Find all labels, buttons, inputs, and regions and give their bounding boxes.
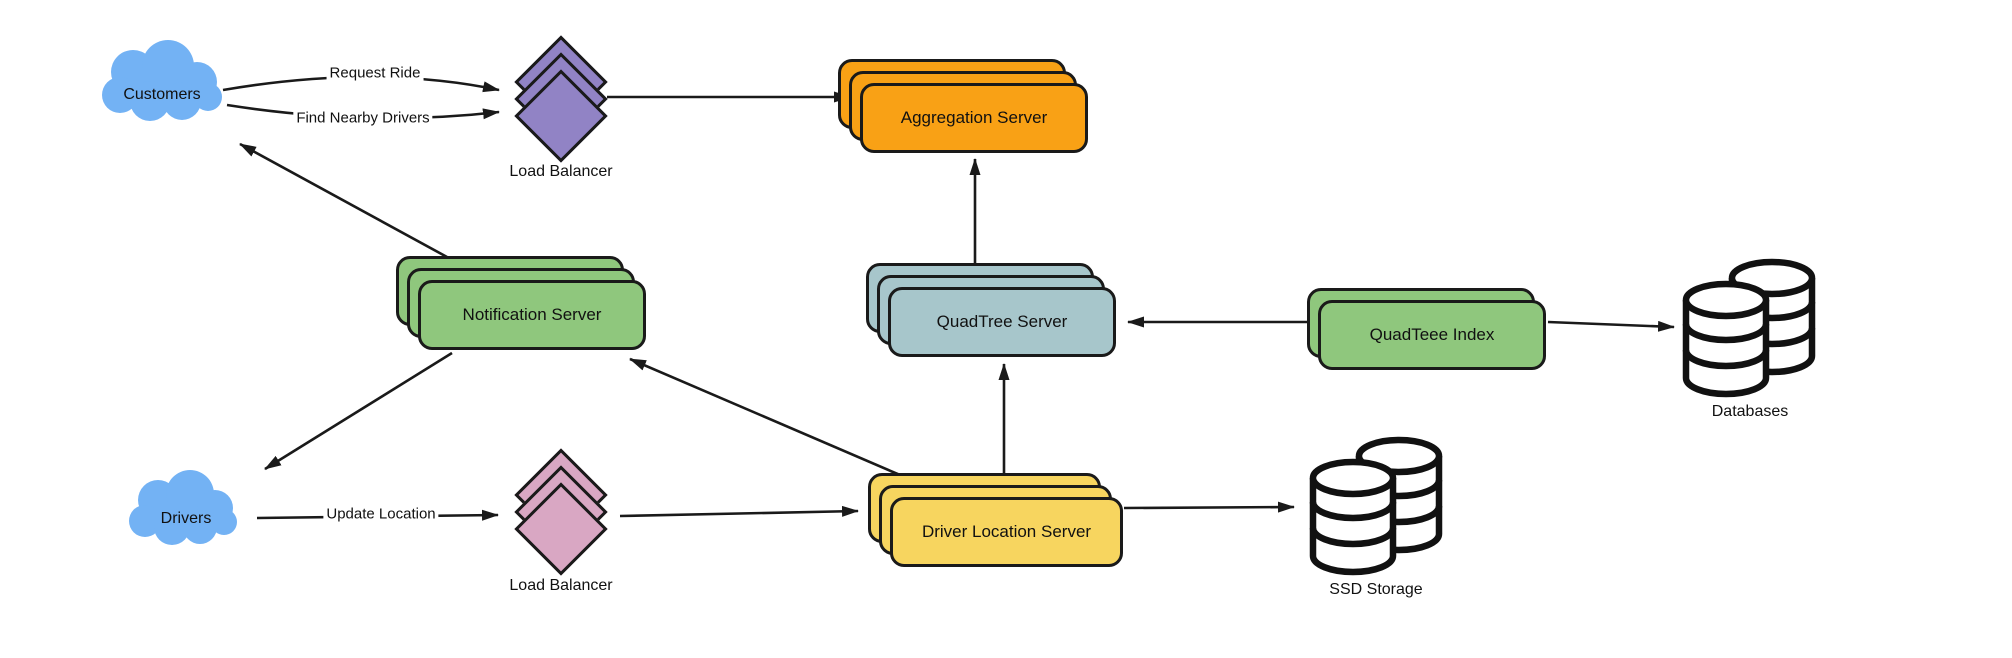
customers-cloud-icon [102,40,222,121]
find-nearby-drivers-edge-label: Find Nearby Drivers [293,109,433,127]
update-location-edge-label: Update Location [323,505,439,523]
stack-layer-front: Notification Server [418,280,646,350]
node-label: QuadTree Server [936,312,1068,331]
node-label: Driver Location Server [921,522,1092,541]
databases-icon [1682,258,1816,398]
edge-lb-to-driverlocation [619,505,859,518]
stack-layer-front: QuadTree Server [888,287,1116,357]
request-ride-edge-label: Request Ride [326,64,424,82]
edge-notification-to-drivers [264,351,453,471]
edge-driverlocation-to-ssd [1123,501,1295,513]
load-balancer-top-label: Load Balancer [509,163,613,180]
node-load-balancer-bottom [514,448,609,578]
node-load-balancer-top [514,35,609,165]
node-label: QuadTeee Index [1369,325,1495,344]
stack-layer-front: Driver Location Server [890,497,1123,567]
stack-layer-front: QuadTeee Index [1318,300,1546,370]
edge-notification-to-customers [239,142,448,259]
drivers-label: Drivers [160,510,212,527]
ssd-storage-icon [1309,436,1443,576]
ssd-storage-label: SSD Storage [1329,581,1423,598]
customers-label: Customers [123,86,201,103]
load-balancer-bottom-label: Load Balancer [509,577,613,594]
stack-layer-front: Aggregation Server [860,83,1088,153]
node-label: Aggregation Server [900,108,1048,127]
node-label: Notification Server [462,305,602,324]
databases-label: Databases [1711,403,1789,420]
drivers-cloud-icon [129,470,237,545]
edge-driverlocation-to-notification [629,357,901,477]
edge-index-to-databases [1547,320,1675,332]
